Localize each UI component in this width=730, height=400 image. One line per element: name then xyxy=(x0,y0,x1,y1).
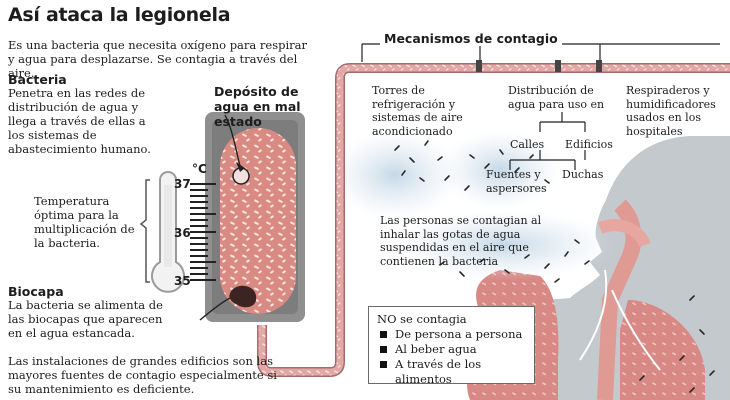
mist-cloud xyxy=(330,130,460,220)
bracket xyxy=(139,179,150,283)
tick-35: 35 xyxy=(174,274,191,288)
respiraderos-label: Respiraderos y humidificadores usados en… xyxy=(626,84,716,138)
pipe-node xyxy=(555,60,561,72)
airborne-bacteria xyxy=(394,140,715,393)
no-contagia-box: NO se contagia De persona a persona Al b… xyxy=(368,306,535,387)
biocapa-text: La bacteria se alimenta de las biocapas … xyxy=(8,298,163,340)
contagio-text: Las personas se contagian al inhalar las… xyxy=(380,214,542,268)
no-contagia-heading: NO se contagia xyxy=(377,312,467,326)
bacteria-heading: Bacteria xyxy=(8,72,67,87)
calles-label: Calles xyxy=(510,138,545,151)
duchas-label: Duchas xyxy=(562,168,604,181)
fuentes-label: Fuentes y aspersores xyxy=(486,168,547,195)
tick-37: 37 xyxy=(174,177,191,191)
thermometer xyxy=(151,171,216,293)
page-title: Así ataca la legionela xyxy=(8,4,231,26)
distribucion-label: Distribución de agua para uso en xyxy=(508,84,605,111)
celsius-unit: °C xyxy=(192,162,207,176)
biocapa-heading: Biocapa xyxy=(8,284,64,299)
edificios-label: Edificios xyxy=(565,138,613,151)
mist-cloud xyxy=(395,210,615,280)
pipe-node xyxy=(476,60,482,72)
footer-text: Las instalaciones de grandes edificios s… xyxy=(8,354,277,396)
no-contagia-item: De persona a persona xyxy=(377,327,534,342)
water-pipe xyxy=(257,63,730,377)
tick-36: 36 xyxy=(174,226,191,240)
torres-label: Torres de refrigeración y sistemas de ai… xyxy=(372,84,463,138)
biofilm-patch xyxy=(229,285,257,308)
temperature-caption: Temperatura óptima para la multiplicació… xyxy=(34,194,135,250)
water-tank xyxy=(205,112,305,322)
mist-cloud xyxy=(440,130,560,210)
intro-text: Es una bacteria que necesita oxígeno par… xyxy=(8,38,308,80)
no-contagia-item: A través de los alimentos xyxy=(377,357,534,387)
no-contagia-item: Al beber agua xyxy=(377,342,534,357)
tank-label: Depósito de agua en mal estado xyxy=(214,84,301,129)
mechanisms-heading: Mecanismos de contagio xyxy=(380,31,562,46)
bacteria-text: Penetra en las redes de distribución de … xyxy=(8,86,151,156)
pipe-node xyxy=(596,60,602,72)
